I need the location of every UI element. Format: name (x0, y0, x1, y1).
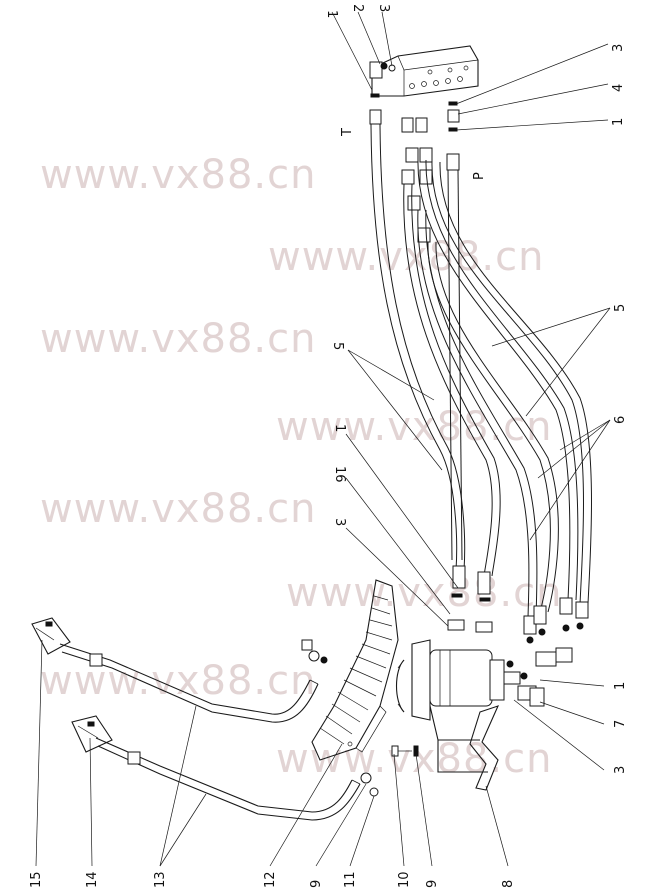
valve-block (369, 45, 479, 97)
rod-lower (95, 737, 361, 821)
callout-1-top: 1 (324, 10, 339, 18)
callout-11: 11 (343, 871, 358, 888)
callouts: 1 2 3 3 4 1 5 5 6 1 16 3 1 7 3 15 14 13 … (29, 4, 628, 888)
valve-block-ports (409, 65, 469, 89)
callout-13: 13 (153, 871, 168, 888)
callout-3-right: 3 (611, 44, 626, 52)
callout-5-right: 5 (613, 304, 628, 312)
pilot-valve-body (395, 639, 573, 773)
callout-2: 2 (350, 4, 365, 12)
block-fittings-top (369, 61, 396, 79)
rod-upper (59, 643, 319, 723)
watermark-1: www.vx88.cn (40, 152, 317, 198)
callout-4: 4 (611, 84, 626, 92)
callout-3-mid: 3 (332, 518, 347, 526)
callout-12: 12 (263, 871, 278, 888)
handle-15 (31, 617, 71, 655)
block-fittings (369, 93, 460, 243)
callout-15: 15 (29, 871, 44, 888)
callout-9-right: 9 (425, 880, 440, 888)
watermark-8: www.vx88.cn (276, 736, 553, 782)
watermark-6: www.vx88.cn (286, 570, 563, 616)
watermark-4: www.vx88.cn (276, 404, 553, 450)
watermark-3: www.vx88.cn (40, 316, 317, 362)
hoses (370, 123, 592, 621)
callout-1-lower: 1 (613, 682, 628, 690)
leader-lines (35, 11, 611, 867)
callout-16: 16 (332, 466, 347, 483)
callout-3-lower: 3 (613, 766, 628, 774)
foot-pedal (311, 579, 399, 761)
watermark-2: www.vx88.cn (268, 234, 545, 280)
callout-1-mid: 1 (332, 424, 347, 432)
callout-14: 14 (85, 871, 100, 888)
pedal-treads (319, 595, 393, 745)
handle-14 (71, 715, 113, 753)
callout-9-left: 9 (309, 880, 324, 888)
bracket-plate (469, 705, 500, 791)
port-label-pressure: P (472, 172, 487, 180)
callout-6: 6 (613, 416, 628, 424)
watermarks: www.vx88.cn www.vx88.cn www.vx88.cn www.… (40, 152, 563, 782)
callout-3-top: 3 (376, 4, 391, 12)
port-label-tank: T (340, 128, 355, 137)
callout-5-left: 5 (330, 342, 345, 350)
lower-fittings (447, 565, 589, 644)
watermark-5: www.vx88.cn (40, 486, 317, 532)
callout-1-right: 1 (611, 118, 626, 126)
callout-7: 7 (613, 720, 628, 728)
callout-10: 10 (397, 871, 412, 888)
callout-8: 8 (501, 880, 516, 888)
